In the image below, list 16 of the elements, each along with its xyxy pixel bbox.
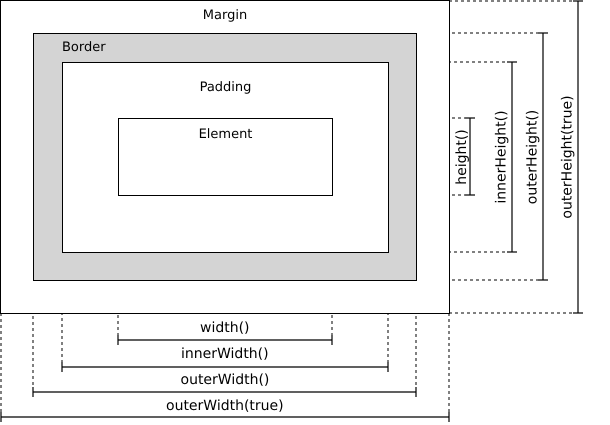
- dimension-label: innerWidth(): [181, 346, 269, 362]
- box-label: Element: [198, 127, 252, 143]
- box-label: Margin: [202, 8, 248, 24]
- box-label: Border: [62, 40, 106, 56]
- dimension-label: height(): [454, 129, 470, 185]
- dimension-label: outerHeight(true): [559, 95, 576, 219]
- element-box: [118, 118, 333, 196]
- dimension-label: innerHeight(): [493, 110, 510, 204]
- box-label: Padding: [200, 80, 252, 96]
- dimension-label: outerWidth(true): [166, 398, 284, 414]
- margin-box: [0, 0, 450, 314]
- padding-box: [62, 62, 389, 253]
- border-box: [33, 33, 417, 281]
- dimension-label: outerWidth(): [180, 372, 270, 388]
- dimension-label: width(): [200, 320, 250, 336]
- dimension-label: outerHeight(): [524, 110, 540, 204]
